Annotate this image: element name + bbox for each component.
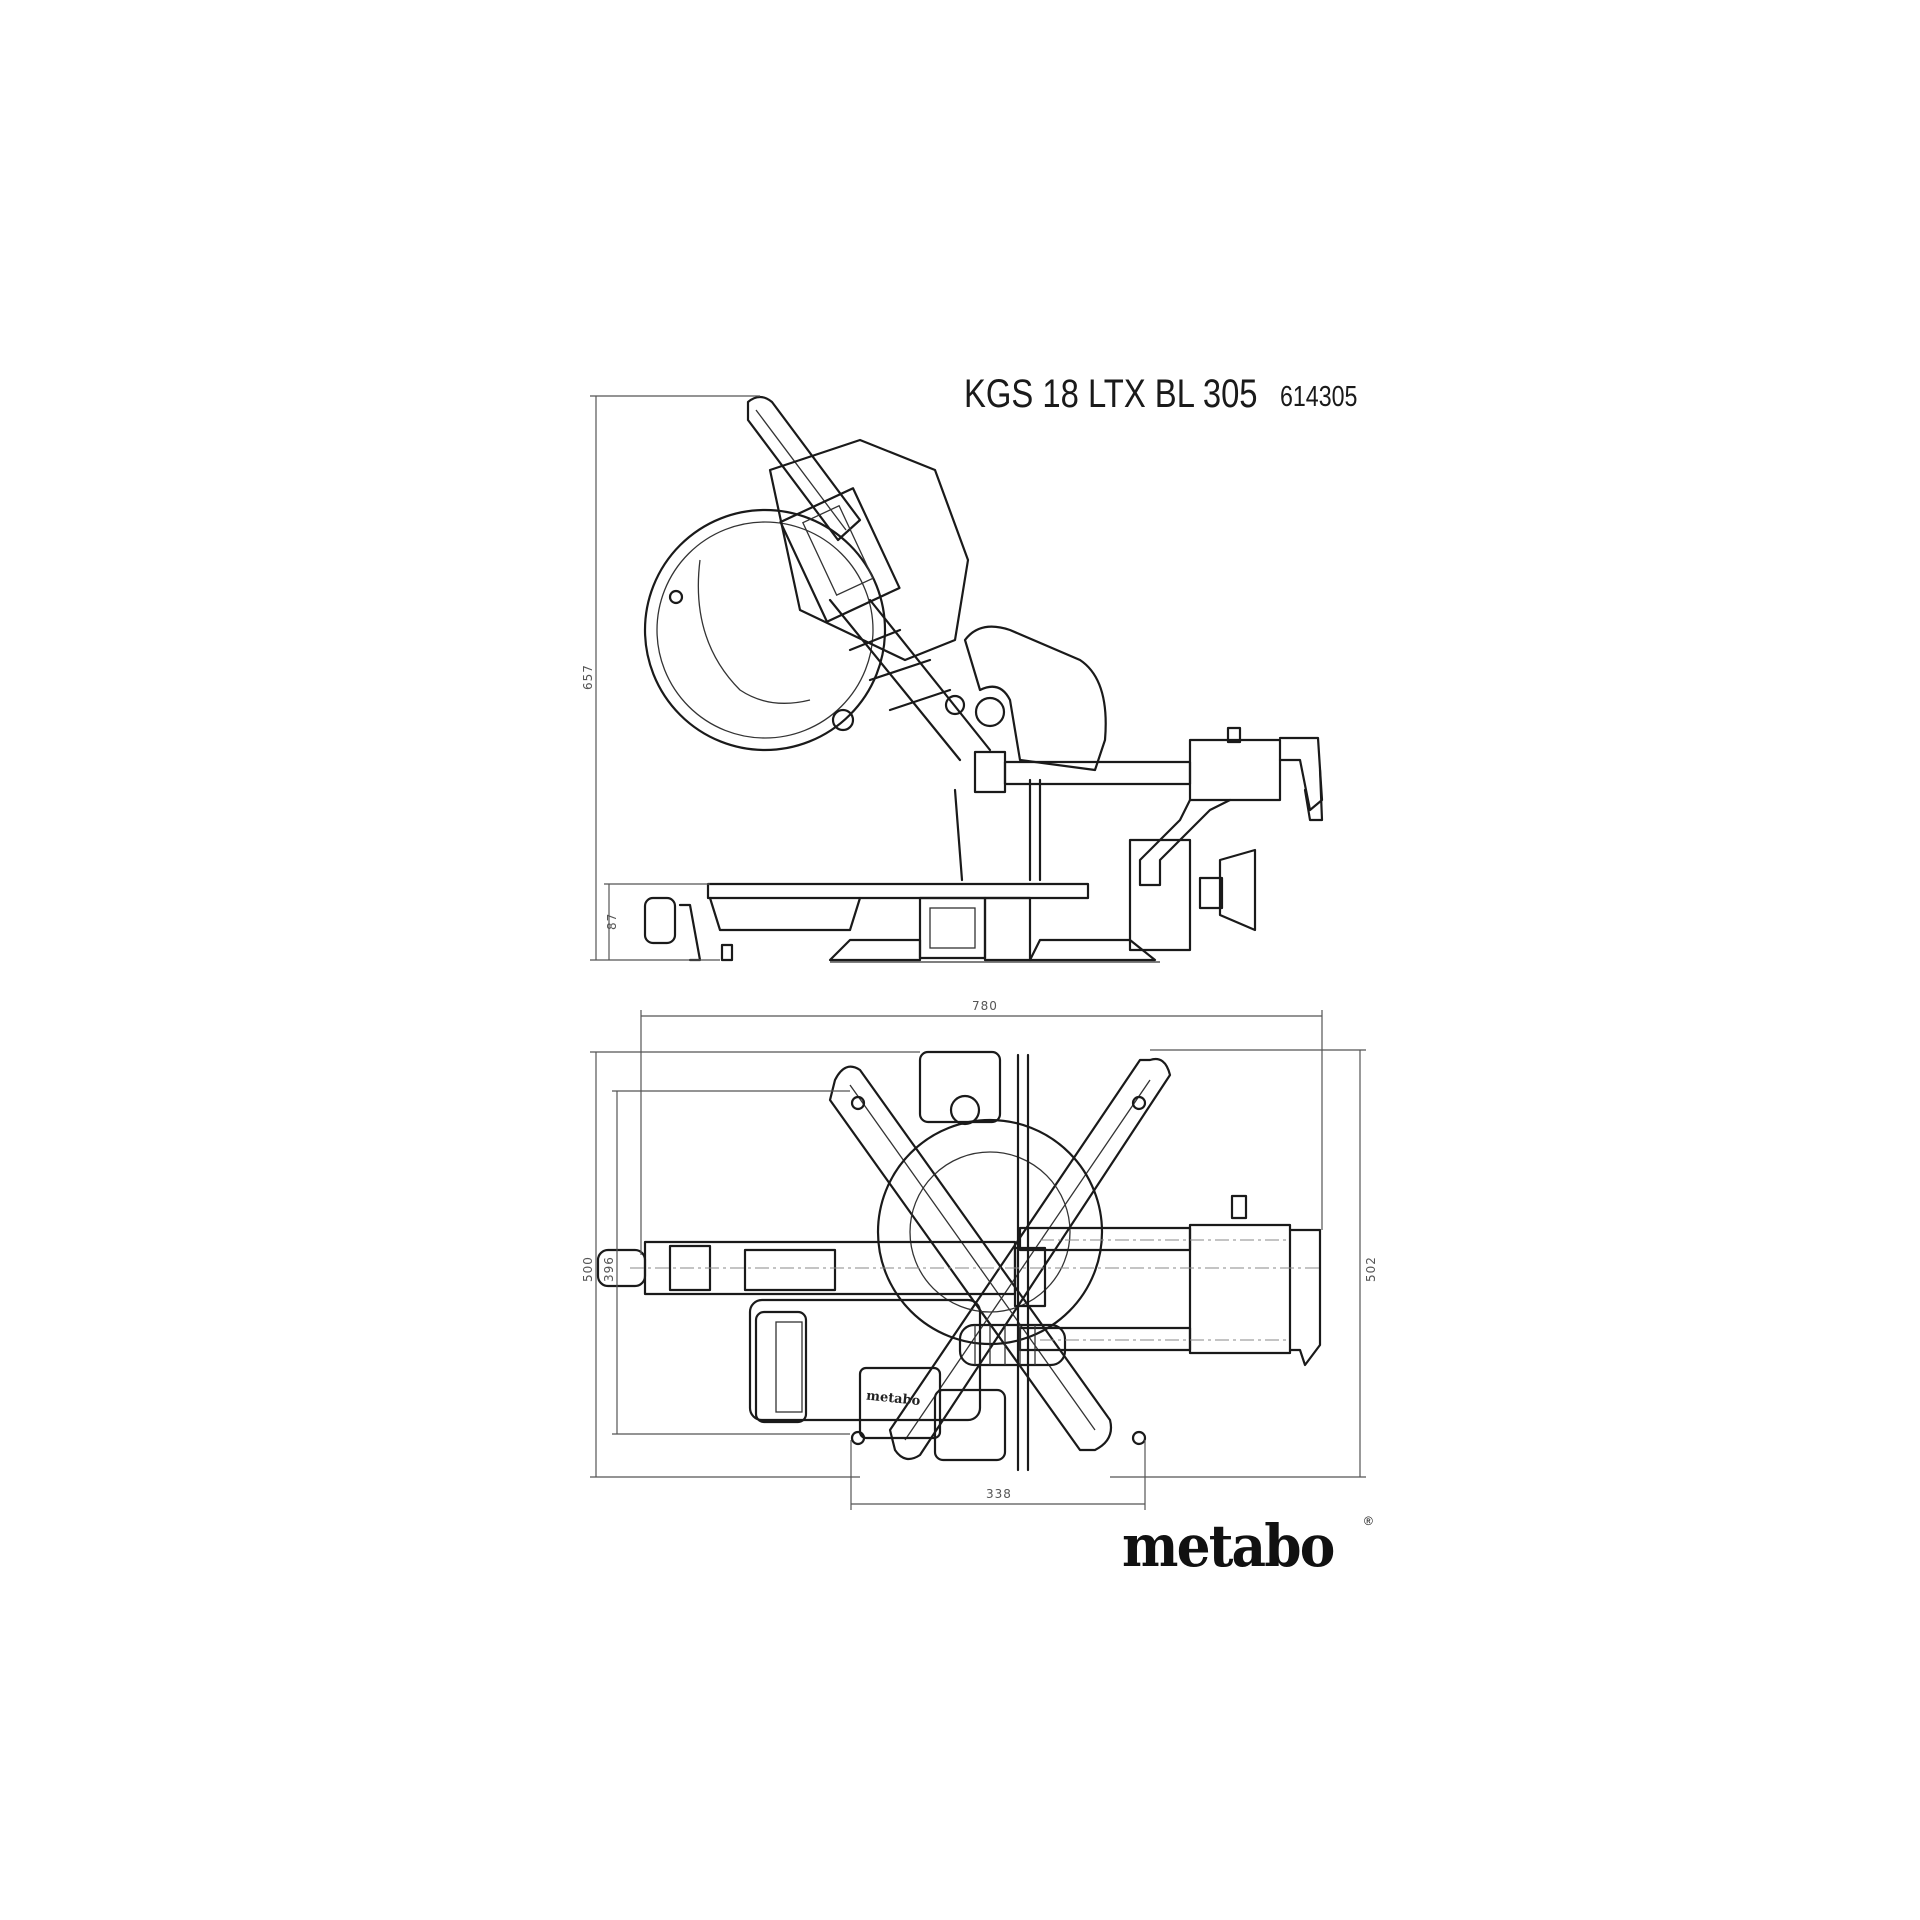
top-dimensions: 780 500 396 502 338 [581, 999, 1378, 1510]
top-handle [746, 395, 862, 542]
metabo-logo: metabo [1122, 1512, 1335, 1580]
dim-87: 87 [605, 913, 619, 930]
registered-mark: ® [1364, 1514, 1373, 1528]
rail-block [1188, 1223, 1292, 1355]
rear-knob [1218, 848, 1257, 932]
dim-657: 657 [581, 664, 595, 690]
front-handle [596, 1248, 647, 1288]
product-number: 614305 [1280, 381, 1358, 413]
housing-brand-text: metabo [866, 1389, 922, 1410]
dim-502: 502 [1364, 1256, 1378, 1282]
leg-front-left [828, 1065, 1113, 1452]
rear-handle [963, 625, 1107, 772]
side-view [643, 395, 1324, 963]
turntable [876, 1118, 1104, 1346]
dim-780: 780 [972, 999, 998, 1013]
front-clamp-knob [643, 896, 677, 945]
battery-housing [748, 1298, 982, 1422]
blade-guard [643, 508, 887, 752]
leg-front-right [888, 1057, 1172, 1461]
base-table [706, 882, 1090, 900]
top-view: metabo [596, 1050, 1322, 1472]
dim-396: 396 [602, 1256, 616, 1282]
side-dimensions: 657 87 [581, 395, 760, 961]
motor-housing [768, 438, 970, 662]
dim-500: 500 [581, 1256, 595, 1282]
product-title: KGS 18 LTX BL 305 [964, 372, 1258, 416]
dim-338: 338 [986, 1487, 1012, 1501]
